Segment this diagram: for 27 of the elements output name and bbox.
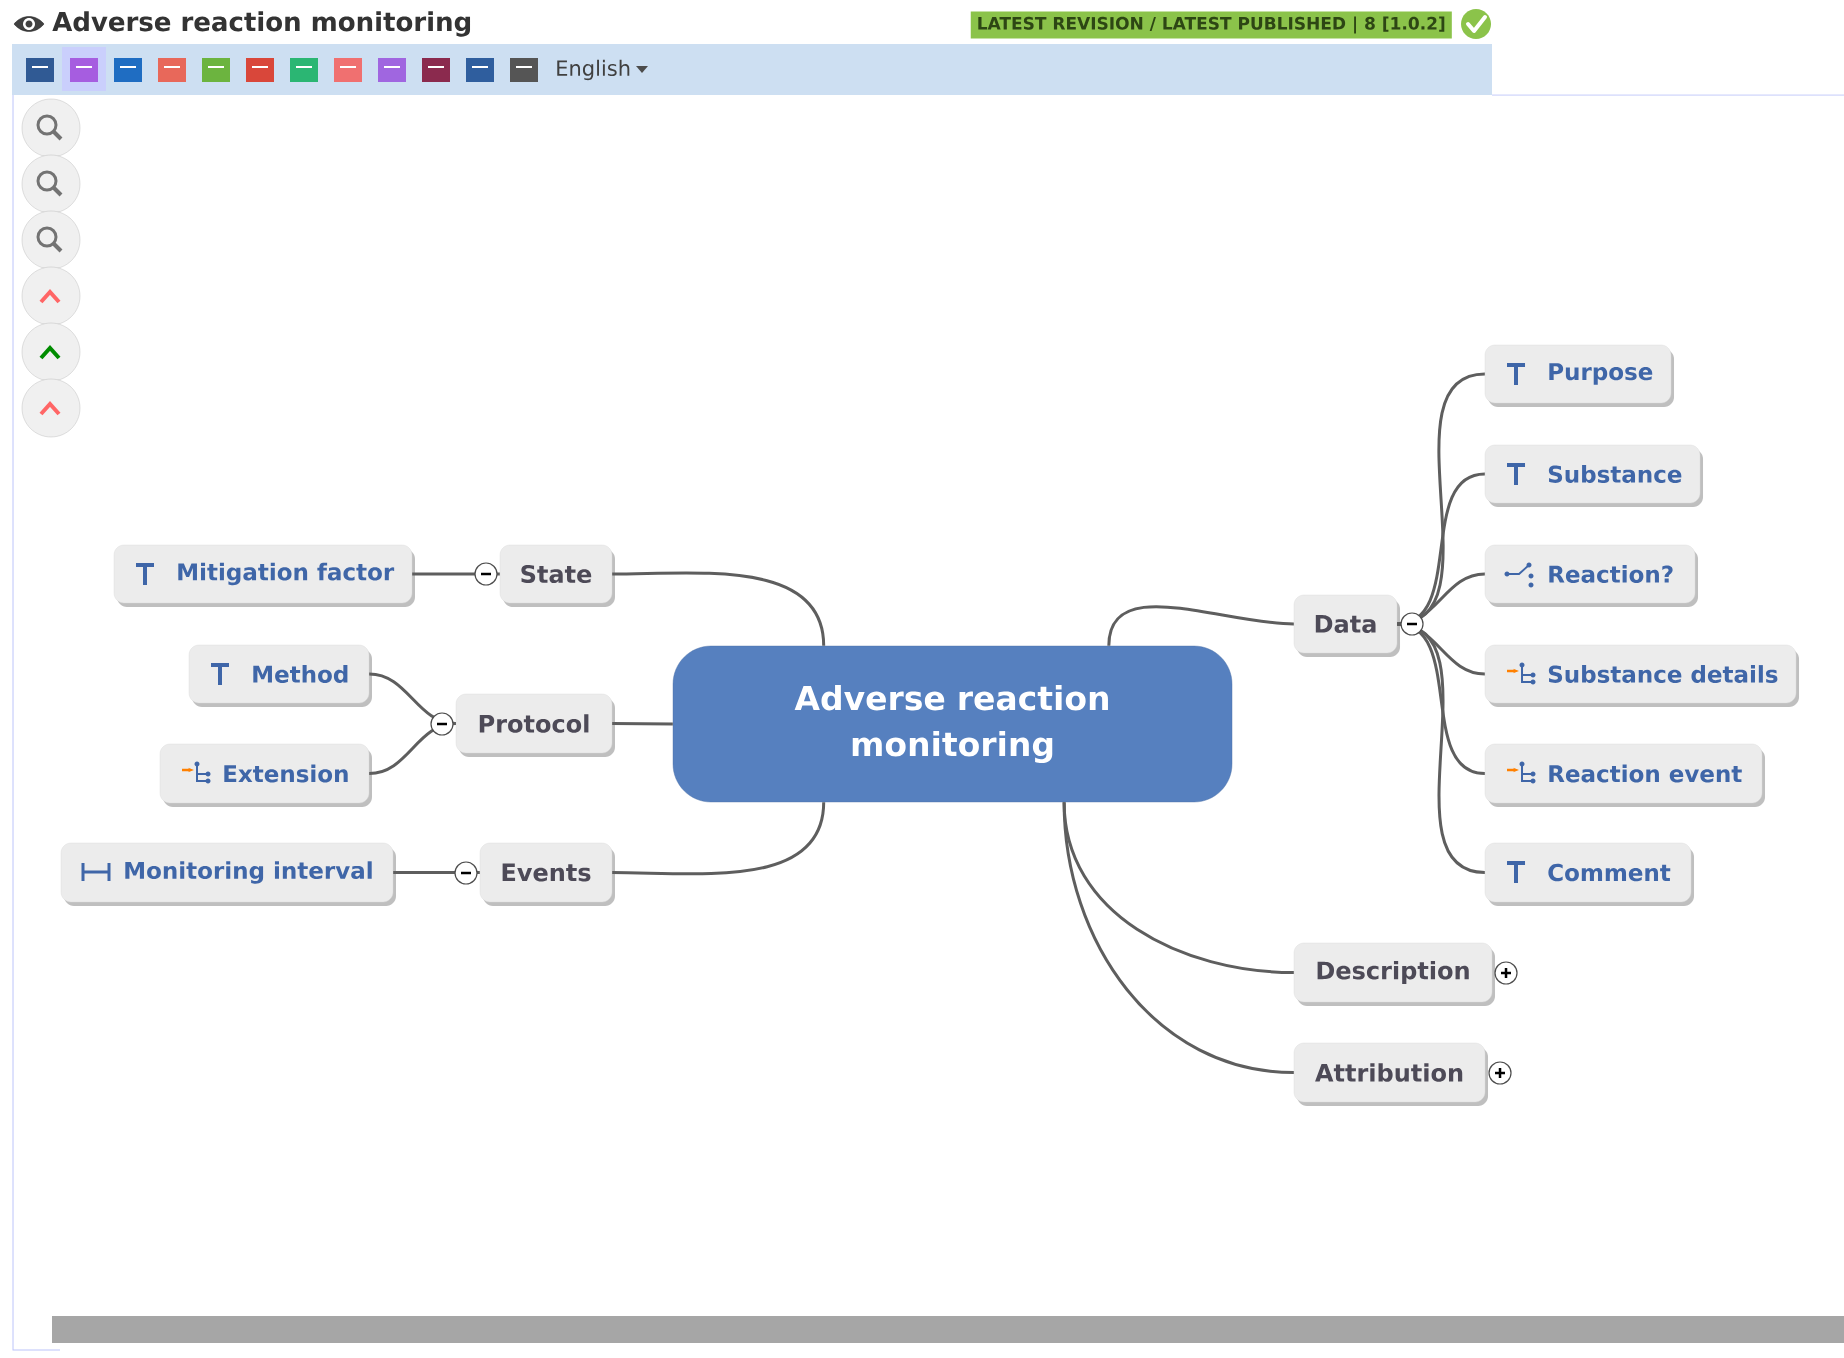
page-title: Adverse reaction monitoring (52, 11, 471, 37)
topic-box: Protocol (455, 693, 615, 757)
connector (1107, 605, 1294, 647)
status-badge: LATEST REVISION / LATEST PUBLISHED | 8 [1.0.2] (970, 11, 1452, 39)
topic-box: Purpose (1484, 344, 1674, 407)
connector (612, 722, 673, 726)
language-selector: English (557, 59, 630, 81)
topic-box: Description (1293, 942, 1495, 1006)
topic-box: Events (479, 842, 615, 906)
connector (612, 571, 826, 646)
topic-box: Reaction event (1484, 743, 1765, 807)
topic-box: Reaction? (1484, 544, 1698, 607)
topic-box: Substance (1484, 444, 1703, 507)
topic-box: Extension (159, 743, 372, 807)
topic-box: Substance details (1484, 644, 1799, 707)
connector (412, 572, 500, 576)
topic-box: Method (188, 644, 372, 707)
connector (612, 802, 826, 876)
connector (369, 722, 456, 775)
topic-box: Comment (1484, 842, 1694, 906)
central-topic: Adverse reaction monitoring (672, 645, 1233, 803)
topic-box: Monitoring interval (60, 842, 396, 906)
topic-box: Attribution (1293, 1042, 1488, 1106)
topic-box: Mitigation factor (113, 544, 415, 607)
topic-box: State (499, 544, 615, 607)
topic-box: Data (1293, 594, 1400, 657)
connector (1062, 802, 1294, 1074)
